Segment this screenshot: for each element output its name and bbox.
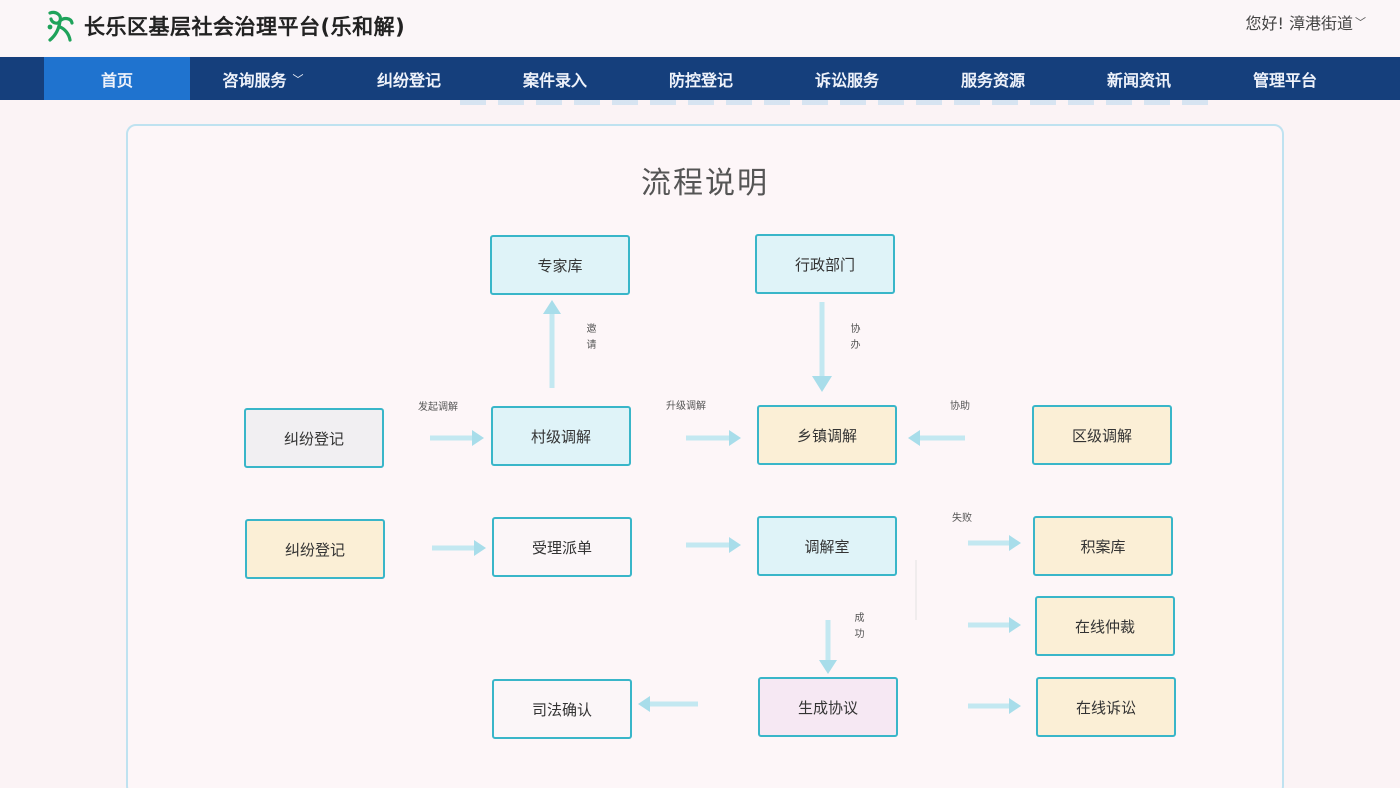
app-title: 长乐区基层社会治理平台(乐和解)	[84, 15, 406, 39]
node-judicial-confirmation[interactable]: 司法确认	[492, 679, 632, 739]
arrow-register-to-dispatch	[432, 540, 486, 556]
nav-label: 案件录入	[522, 70, 587, 90]
node-online-litigation[interactable]: 在线诉讼	[1036, 677, 1176, 737]
node-label: 村级调解	[530, 427, 591, 446]
nav-label: 新闻资讯	[1106, 70, 1171, 90]
node-label: 积案库	[1080, 537, 1126, 556]
arrow-agreement-to-judicial	[638, 696, 698, 712]
nav-label: 首页	[100, 70, 133, 90]
node-label: 行政部门	[794, 255, 855, 274]
nav-item-admin-platform[interactable]: 管理平台	[1212, 57, 1358, 100]
node-label: 受理派单	[531, 538, 592, 557]
nav-label: 服务资源	[960, 70, 1025, 90]
logo[interactable]: 长乐区基层社会治理平台(乐和解)	[44, 9, 405, 43]
decorative-strip	[460, 100, 1220, 105]
user-menu[interactable]: 您好! 漳港街道 ﹀	[1245, 10, 1366, 34]
node-label: 专家库	[537, 256, 583, 275]
nav-item-litigation-service[interactable]: 诉讼服务	[774, 57, 920, 100]
nav-item-home[interactable]: 首页	[44, 57, 190, 100]
node-label: 司法确认	[531, 700, 592, 719]
arrow-district-to-town	[908, 430, 965, 446]
label-initiate: 发起调解	[418, 402, 458, 413]
node-label: 在线仲裁	[1074, 617, 1135, 636]
arrow-village-to-town	[686, 430, 741, 446]
nav-label: 咨询服务	[222, 70, 287, 90]
node-archive-library[interactable]: 积案库	[1033, 516, 1173, 576]
arrow-village-to-expert	[543, 300, 561, 388]
arrow-room-to-agreement	[819, 620, 837, 674]
arrow-to-arbitration	[968, 617, 1021, 633]
node-label: 调解室	[804, 537, 850, 556]
top-header: 长乐区基层社会治理平台(乐和解) 您好! 漳港街道 ﹀	[0, 0, 1400, 56]
node-dispute-registration-2[interactable]: 纠纷登记	[245, 519, 385, 579]
nav-item-service-resources[interactable]: 服务资源	[920, 57, 1066, 100]
arrow-to-litigation	[968, 698, 1021, 714]
nav-label: 纠纷登记	[376, 70, 441, 90]
arrow-dispatch-to-room	[686, 537, 741, 553]
nav-item-consulting[interactable]: 咨询服务 ﹀	[190, 57, 336, 100]
flow-title: 流程说明	[641, 166, 769, 201]
chevron-down-icon: ﹀	[292, 72, 304, 86]
label-fail: 失败	[952, 513, 972, 524]
node-label: 乡镇调解	[796, 426, 857, 445]
node-label: 区级调解	[1071, 426, 1132, 445]
node-dispute-registration-1[interactable]: 纠纷登记	[244, 408, 384, 468]
label-invite: 邀请	[584, 323, 595, 355]
label-success: 成功	[852, 612, 863, 644]
arrow-room-to-archive	[968, 535, 1021, 551]
arrow-register-to-village	[430, 430, 484, 446]
label-assist: 协助	[950, 401, 970, 412]
node-label: 在线诉讼	[1075, 698, 1136, 717]
node-label: 纠纷登记	[283, 429, 344, 448]
node-admin-department[interactable]: 行政部门	[755, 234, 895, 294]
user-greeting-text: 您好! 漳港街道	[1245, 14, 1353, 33]
node-generate-agreement[interactable]: 生成协议	[758, 677, 898, 737]
label-assist-vertical: 协办	[848, 323, 859, 355]
nav-item-news[interactable]: 新闻资讯	[1066, 57, 1212, 100]
leaf-logo-icon	[47, 10, 74, 42]
nav-item-dispute-registration[interactable]: 纠纷登记	[336, 57, 482, 100]
node-village-mediation[interactable]: 村级调解	[491, 406, 631, 466]
arrow-admin-to-town	[812, 302, 832, 392]
nav-label: 防控登记	[668, 70, 733, 90]
label-escalate: 升级调解	[666, 401, 706, 412]
node-district-mediation[interactable]: 区级调解	[1032, 405, 1172, 465]
node-online-arbitration[interactable]: 在线仲裁	[1035, 596, 1175, 656]
node-expert-library[interactable]: 专家库	[490, 235, 630, 295]
nav-item-case-entry[interactable]: 案件录入	[482, 57, 628, 100]
nav-label: 管理平台	[1252, 70, 1317, 90]
node-town-mediation[interactable]: 乡镇调解	[757, 405, 897, 465]
nav-item-prevention-registration[interactable]: 防控登记	[628, 57, 774, 100]
node-label: 生成协议	[797, 698, 858, 717]
node-label: 纠纷登记	[284, 540, 345, 559]
main-nav: 首页 咨询服务 ﹀ 纠纷登记 案件录入 防控登记 诉讼服务 服务资源 新闻资讯 管…	[0, 57, 1400, 100]
nav-label: 诉讼服务	[814, 70, 879, 90]
node-mediation-room[interactable]: 调解室	[757, 516, 897, 576]
chevron-down-icon: ﹀	[1355, 16, 1366, 29]
node-accept-dispatch[interactable]: 受理派单	[492, 517, 632, 577]
